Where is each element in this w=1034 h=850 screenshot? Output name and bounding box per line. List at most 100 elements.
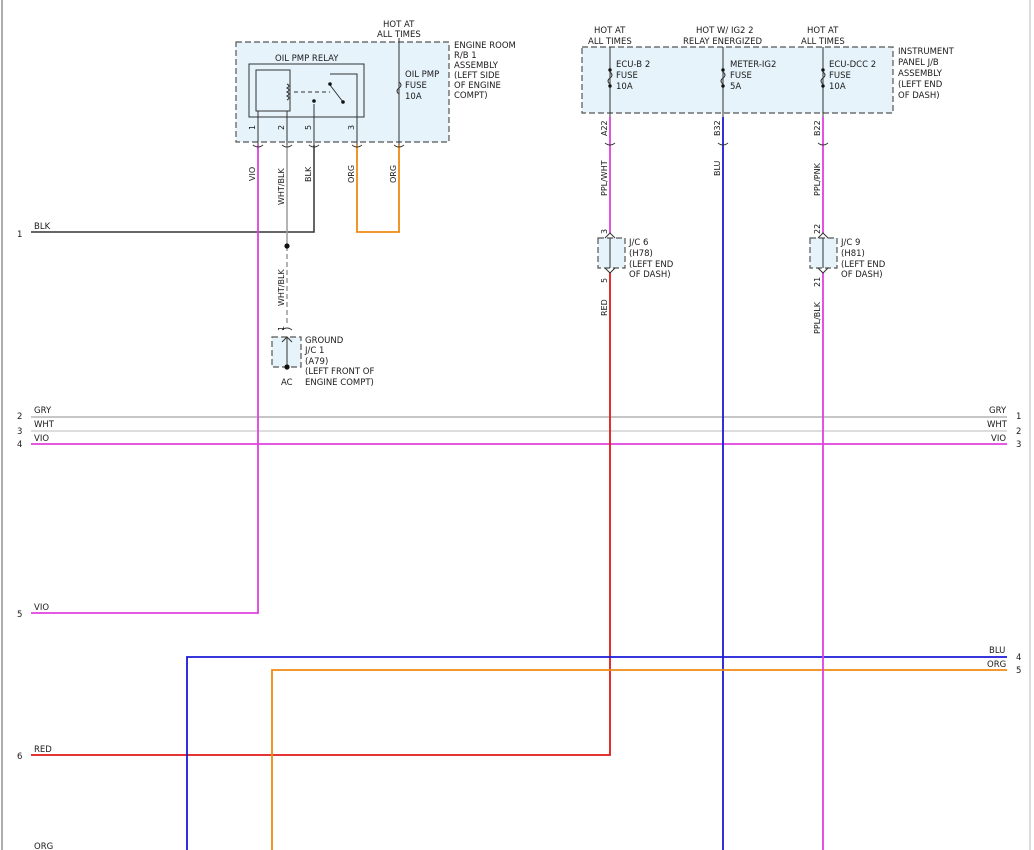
- meter-fuse-type: FUSE: [730, 71, 752, 81]
- fuse-dot: [821, 84, 825, 88]
- left-row-label: ORG: [34, 842, 53, 850]
- relay-connector-marks: [252, 144, 405, 148]
- engine-room-label: ENGINE ROOM: [454, 41, 516, 51]
- engine-room-label: R/B 1: [454, 51, 477, 61]
- relay-coil-frame: [255, 69, 291, 112]
- left-row-number: 1: [17, 230, 22, 240]
- ecudcc-fuse-rating: 10A: [829, 82, 846, 92]
- label-blk: BLK: [304, 166, 313, 182]
- left-row-label: VIO: [34, 434, 49, 444]
- label-org: ORG: [389, 165, 398, 183]
- connector-mark: [604, 142, 616, 146]
- jc9-label: OF DASH): [841, 270, 883, 280]
- jc6-connector: 3 5 J/C 6 (H78) (LEFT END OF DASH): [597, 229, 674, 283]
- meter-fuse-name: METER-IG2: [730, 60, 776, 70]
- jc6-bottom-mark: [604, 267, 616, 274]
- ground-label: GROUND: [305, 336, 344, 346]
- engine-room-label: ASSEMBLY: [454, 61, 499, 71]
- oil-fuse-rating: 10A: [405, 92, 422, 102]
- relay-pin-5: 5: [304, 125, 313, 130]
- fuse-icon: [396, 81, 402, 95]
- right-row-number: 3: [1016, 440, 1021, 450]
- relay-switch-dot: [328, 82, 332, 86]
- right-row-number: 4: [1016, 653, 1021, 663]
- connector-mark: [252, 144, 264, 148]
- jc9-bottom-mark: [817, 267, 829, 274]
- relay-energized-label: RELAY ENERGIZED: [683, 37, 763, 47]
- relay-pin3-lead: [330, 73, 358, 117]
- engine-room-label: (LEFT SIDE: [454, 71, 500, 81]
- pin-b32: B32: [713, 120, 722, 136]
- relay-pin-3: 3: [347, 125, 356, 130]
- fuse-dot: [721, 68, 725, 72]
- engine-room-rb1: OIL PMP RELAY 1 2 5 3 OIL PMP FUSE 10A H…: [235, 20, 516, 145]
- jc9-top-mark: [817, 232, 829, 239]
- jc6-label: J/C 6: [628, 238, 648, 248]
- all-times-label: ALL TIMES: [588, 37, 632, 47]
- jc6-pin-top: 3: [600, 229, 609, 234]
- ecudcc-fuse-name: ECU-DCC 2: [829, 60, 876, 70]
- ipjb-label: OF DASH): [898, 91, 940, 101]
- splice-dot: [284, 243, 290, 249]
- jc6-pin-bottom: 5: [600, 278, 609, 283]
- jc9-label: (H81): [841, 249, 865, 259]
- left-row-number: 2: [17, 412, 22, 422]
- right-row-label: ORG: [987, 660, 1006, 670]
- fuse-dot: [821, 68, 825, 72]
- fuse-dot: [608, 84, 612, 88]
- ground-jc1: 1 AC GROUND J/C 1 (A79) (LEFT FRONT OF E…: [271, 326, 374, 388]
- left-row-label: BLK: [34, 222, 51, 232]
- relay-title: OIL PMP RELAY: [275, 54, 339, 64]
- left-row-labels: 1 BLK 2 GRY 3 WHT 4 VIO 5 VIO 6 RED ORG: [17, 222, 55, 850]
- meter-fuse-rating: 5A: [730, 82, 741, 92]
- wires: [31, 117, 1007, 850]
- right-row-label: BLU: [989, 646, 1005, 656]
- ecudcc-fuse-type: FUSE: [829, 71, 851, 81]
- oil-fuse-type: FUSE: [405, 81, 427, 91]
- relay-coil-icon: [285, 83, 290, 101]
- hot-at-label: HOT AT: [594, 26, 626, 36]
- jc6-label: OF DASH): [629, 270, 671, 280]
- ground-pin: 1: [277, 326, 286, 331]
- ground-label: J/C 1: [304, 346, 324, 356]
- fuse-dot: [721, 84, 725, 88]
- fuse-icon: [720, 71, 726, 85]
- wire-vio-relay: [31, 145, 259, 614]
- left-row-label: GRY: [34, 406, 52, 416]
- hot-at-label: HOT AT: [807, 26, 839, 36]
- right-row-label: WHT: [987, 420, 1008, 430]
- relay-switch-arm: [329, 84, 344, 103]
- connector-mark: [281, 144, 293, 148]
- label-wht-blk: WHT/BLK: [277, 269, 286, 306]
- wire-blu-rail: [186, 656, 1007, 850]
- ground-code: AC: [281, 378, 293, 388]
- instrument-panel-jb: HOT AT ALL TIMES HOT W/ IG2 2 RELAY ENER…: [581, 26, 955, 146]
- relay-pin-1: 1: [248, 125, 257, 130]
- label-ppl-pnk: PPL/PNK: [813, 162, 822, 196]
- engine-room-label: COMPT): [454, 91, 488, 101]
- ground-label: (A79): [305, 357, 328, 367]
- connector-mark: [281, 327, 293, 331]
- connector-mark: [717, 142, 729, 146]
- ground-label: (LEFT FRONT OF: [305, 367, 374, 377]
- left-row-label: WHT: [34, 420, 55, 430]
- relay-switch-dot: [341, 100, 345, 104]
- all-times-label: ALL TIMES: [377, 30, 421, 40]
- ipjb-label: (LEFT END: [898, 80, 943, 90]
- hot-at-label: HOT AT: [383, 20, 415, 30]
- connector-mark: [308, 144, 320, 148]
- wire-red: [31, 272, 611, 756]
- connector-mark: [393, 144, 405, 148]
- left-row-number: 4: [17, 440, 22, 450]
- connector-mark: [817, 142, 829, 146]
- relay-pin-2: 2: [277, 125, 286, 130]
- fuse-icon: [607, 71, 613, 85]
- wire-labels: VIO WHT/BLK BLK ORG ORG PPL/WHT BLU PPL/…: [248, 160, 822, 334]
- right-row-label: VIO: [991, 434, 1006, 444]
- hot-w-ig2-label: HOT W/ IG2 2: [696, 26, 754, 36]
- jc9-pin-bottom: 21: [813, 277, 822, 287]
- ipjb-label: PANEL J/B: [898, 58, 939, 68]
- left-row-label: RED: [34, 745, 52, 755]
- jc6-label: (LEFT END: [629, 260, 674, 270]
